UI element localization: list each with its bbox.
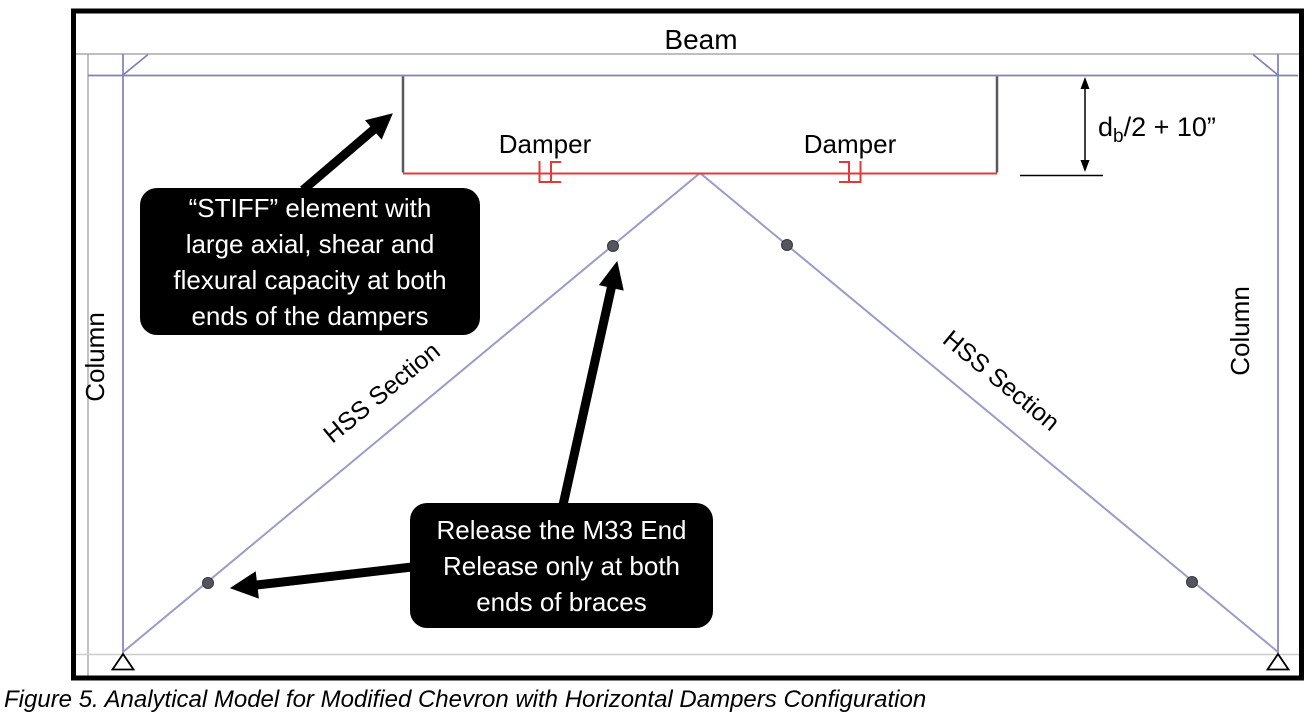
arrow-shaft (300, 126, 377, 194)
rigid-zone-diagonal-left (122, 53, 149, 76)
figure-border (71, 8, 1304, 681)
arrow-shaft (558, 286, 616, 506)
figure-caption: Figure 5. Analytical Model for Modified … (4, 686, 927, 713)
callout-stiff-element: “STIFF” element with large axial, shear … (140, 188, 480, 335)
callout-line: large axial, shear and (185, 228, 435, 259)
m33-release-dot (1186, 576, 1198, 588)
callout-line: Release the M33 End (436, 514, 687, 545)
callout-line: ends of the dampers (191, 300, 429, 331)
dimension-annotation: db/2 + 10” (1020, 77, 1216, 177)
dimension-arrowhead-up-icon (1080, 77, 1090, 89)
brace-left-line (122, 172, 701, 653)
damper-symbol-right-icon (839, 161, 862, 183)
arrow-head-icon (364, 113, 393, 140)
brace-right-line (699, 172, 1279, 653)
callout-arrows (229, 113, 624, 599)
column-right-label: Column (1225, 286, 1255, 376)
chevron-braces (122, 172, 1279, 653)
damper-element (403, 161, 997, 183)
callout-line: flexural capacity at both (173, 264, 447, 295)
column-left-label: Column (80, 312, 110, 402)
hss-section-left-label: HSS Section (318, 337, 445, 449)
pin-support-icon (110, 652, 136, 671)
rigid-zone-diagonal-right (1252, 53, 1279, 76)
arrow-head-icon (598, 260, 624, 291)
callout-line: “STIFF” element with (188, 192, 432, 223)
beam-label: Beam (664, 24, 737, 55)
arrow-shaft (256, 562, 413, 590)
dimension-arrowhead-down-icon (1080, 160, 1090, 172)
callout-line: ends of braces (476, 586, 647, 617)
damper-symbol-left-icon (538, 161, 561, 183)
dimension-label: db/2 + 10” (1098, 112, 1216, 147)
damper-left-label: Damper (499, 129, 592, 159)
release-dots (202, 239, 1198, 589)
callout-m33-release: Release the M33 End Release only at both… (410, 503, 713, 628)
m33-release-dot (607, 240, 619, 252)
arrow-head-icon (229, 571, 259, 599)
hss-section-right-label: HSS Section (937, 325, 1064, 437)
frame-members (88, 53, 1298, 653)
stiff-elements (401, 76, 999, 173)
m33-release-dot (202, 577, 214, 589)
pin-support-icon (1265, 652, 1291, 671)
pin-supports (110, 652, 1291, 671)
m33-release-dot (781, 239, 793, 251)
grid-lines (76, 53, 1300, 678)
damper-right-label: Damper (804, 129, 897, 159)
callout-line: Release only at both (442, 550, 681, 581)
